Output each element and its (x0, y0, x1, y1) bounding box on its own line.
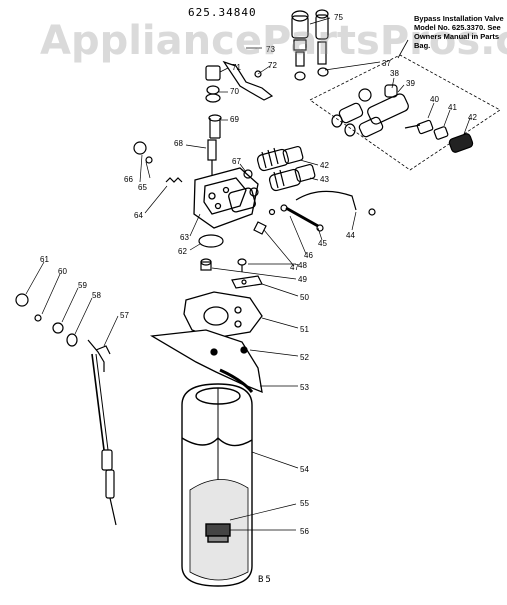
bypass-fitting (404, 119, 474, 153)
callout-52: 52 (300, 353, 309, 362)
callout-46: 46 (304, 251, 313, 260)
bypass-valve (331, 84, 409, 138)
screw-68 (207, 139, 217, 175)
callout-62: 62 (178, 247, 187, 256)
cap-71 (205, 65, 221, 81)
callout-59: 59 (78, 281, 87, 290)
callout-61: 61 (40, 255, 49, 264)
callout-50: 50 (300, 293, 309, 302)
callout-43: 43 (320, 175, 329, 184)
connectors-42-43 (256, 145, 316, 192)
callout-45: 45 (318, 239, 327, 248)
bolt-69 (208, 114, 222, 139)
watermark-text: AppliancePartsPros.com (40, 18, 507, 64)
gasket-50 (231, 275, 263, 289)
callout-69: 69 (230, 115, 239, 124)
callout-65: 65 (138, 183, 147, 192)
oring-62 (198, 234, 224, 248)
callout-42-top: 42 (468, 113, 477, 122)
valve-head (193, 167, 259, 229)
callout-51: 51 (300, 325, 309, 334)
callout-44: 44 (346, 231, 355, 240)
callout-64: 64 (134, 211, 143, 220)
resin-tank (181, 383, 253, 587)
callout-53: 53 (300, 383, 309, 392)
spring-64 (165, 177, 183, 183)
callout-58: 58 (92, 291, 101, 300)
callout-49: 49 (298, 275, 307, 284)
base-plate-53 (149, 329, 263, 394)
footer-code: B5 (258, 575, 273, 585)
callout-42: 42 (320, 161, 329, 170)
rod-45 (285, 206, 319, 228)
tube-44 (295, 190, 357, 211)
bracket (222, 60, 274, 101)
brine-parts (15, 293, 117, 526)
callout-57: 57 (120, 311, 129, 320)
callout-numbers: 75 73 37 72 71 38 39 70 40 41 42 69 68 6… (40, 13, 477, 536)
callout-47: 47 (290, 263, 299, 272)
brine-rod (91, 353, 105, 451)
callout-54: 54 (300, 465, 309, 474)
callout-68: 68 (174, 139, 183, 148)
callout-38: 38 (390, 69, 399, 78)
callout-75: 75 (334, 13, 343, 22)
callout-37: 37 (382, 59, 391, 68)
callout-66: 66 (124, 175, 133, 184)
callout-71: 71 (232, 63, 241, 72)
callout-73: 73 (266, 45, 275, 54)
callout-41: 41 (448, 103, 457, 112)
bypass-note: Bypass Installation Valve Model No. 625.… (414, 14, 504, 50)
callout-70: 70 (230, 87, 239, 96)
callout-56: 56 (300, 527, 309, 536)
ball-66 (133, 141, 147, 155)
bypass-box (309, 54, 501, 171)
callout-67: 67 (232, 157, 241, 166)
callout-60: 60 (58, 267, 67, 276)
callout-63: 63 (180, 233, 189, 242)
callout-72: 72 (268, 61, 277, 70)
callout-48: 48 (298, 261, 307, 270)
note-leader (397, 39, 409, 59)
model-number: 625.34840 (188, 6, 257, 19)
callout-55: 55 (300, 499, 309, 508)
callout-39: 39 (406, 79, 415, 88)
callout-40: 40 (430, 95, 439, 104)
clip-47 (253, 221, 267, 235)
screw-48 (237, 258, 247, 272)
top-fittings (291, 9, 329, 81)
plate-51 (183, 291, 263, 339)
